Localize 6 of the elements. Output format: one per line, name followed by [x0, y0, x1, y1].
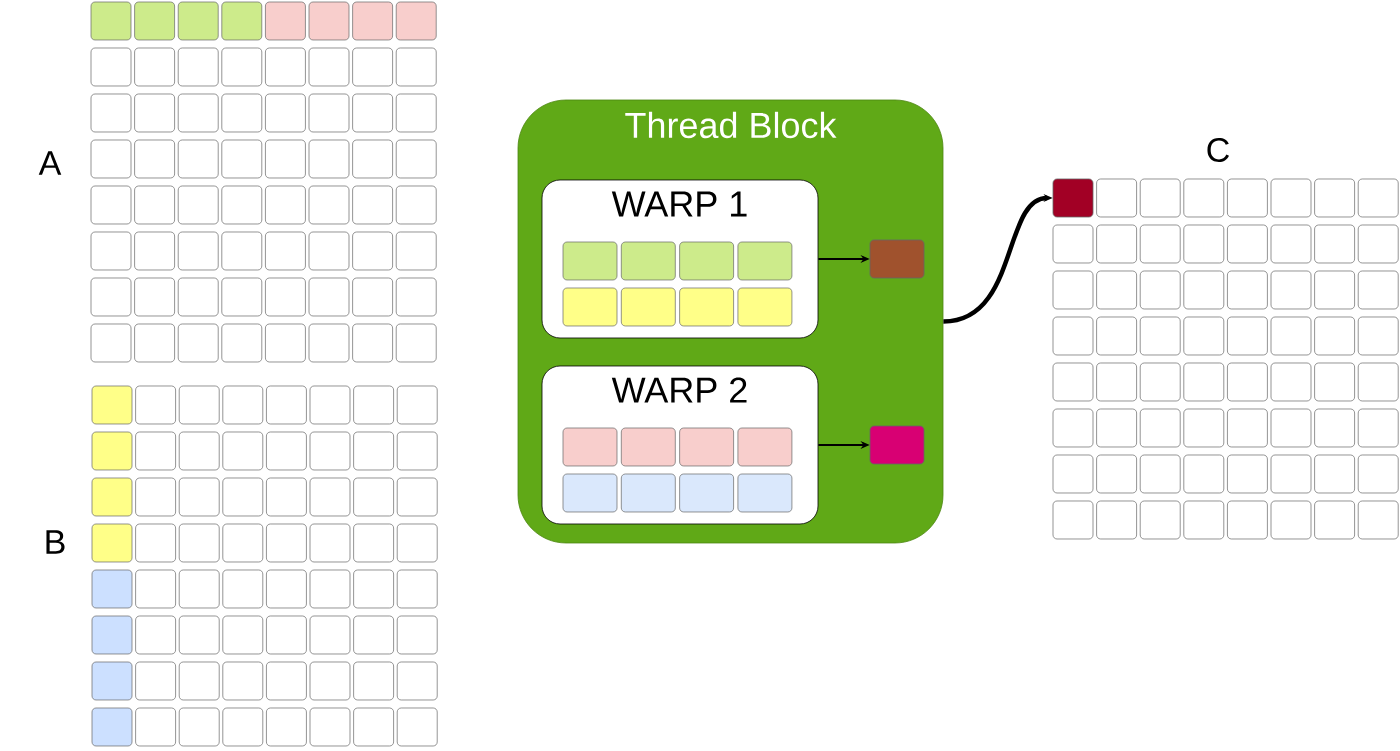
result-square [869, 239, 925, 279]
matrix-label: A [38, 151, 62, 175]
matrix-cell [1052, 178, 1094, 218]
result-square [869, 425, 925, 465]
matrix-label: C [1207, 137, 1229, 163]
matrix-label: B [46, 530, 65, 554]
